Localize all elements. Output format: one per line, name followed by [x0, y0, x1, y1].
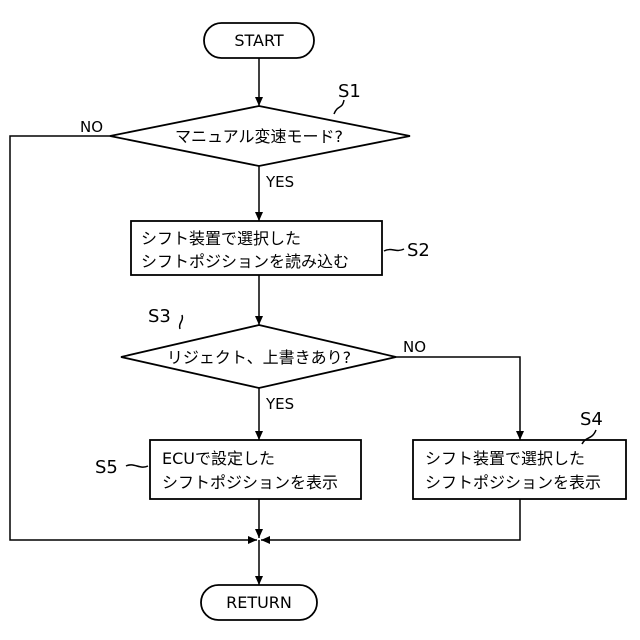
s1-no-label: NO: [80, 118, 103, 136]
s3-yes-label: YES: [265, 395, 294, 413]
s5-label-line1: ECUで設定した: [162, 449, 275, 468]
edge-s4-merge: [261, 499, 520, 540]
s3-step-label: S3: [148, 306, 171, 327]
step-s2: S2: [384, 240, 430, 261]
s5-step-label: S5: [95, 457, 118, 478]
s1-leader-line: [334, 100, 344, 114]
step-s1: S1: [334, 81, 361, 114]
s1-decision: マニュアル変速モード?: [110, 106, 410, 166]
s4-step-label: S4: [580, 409, 603, 430]
edge-s3-no-s4: [396, 357, 520, 440]
s1-label: マニュアル変速モード?: [175, 127, 343, 146]
s1-step-label: S1: [338, 81, 361, 102]
s2-process: シフト装置で選択した シフトポジションを読み込む: [131, 221, 382, 275]
start-node: START: [204, 23, 314, 58]
s5-label-line2: シフトポジションを表示: [162, 473, 338, 492]
s2-step-label: S2: [407, 240, 430, 261]
s3-leader-line: [180, 315, 183, 329]
return-label: RETURN: [226, 593, 292, 612]
s3-no-label: NO: [403, 338, 426, 356]
step-s5: S5: [95, 457, 148, 478]
s1-yes-label: YES: [265, 173, 294, 191]
s4-label-line1: シフト装置で選択した: [425, 449, 585, 468]
s3-decision: リジェクト、上書きあり?: [121, 325, 396, 388]
s5-leader-line: [126, 465, 148, 467]
start-label: START: [234, 31, 284, 50]
s2-label-line2: シフトポジションを読み込む: [141, 252, 349, 271]
step-s4: S4: [580, 409, 603, 444]
return-node: RETURN: [201, 585, 317, 620]
s4-label-line2: シフトポジションを表示: [425, 473, 601, 492]
step-s3: S3: [148, 306, 182, 329]
s3-label: リジェクト、上書きあり?: [167, 348, 351, 367]
s2-leader-line: [384, 249, 404, 251]
s5-process: ECUで設定した シフトポジションを表示: [150, 440, 361, 499]
s2-label-line1: シフト装置で選択した: [141, 229, 301, 248]
s4-process: シフト装置で選択した シフトポジションを表示: [413, 440, 626, 499]
